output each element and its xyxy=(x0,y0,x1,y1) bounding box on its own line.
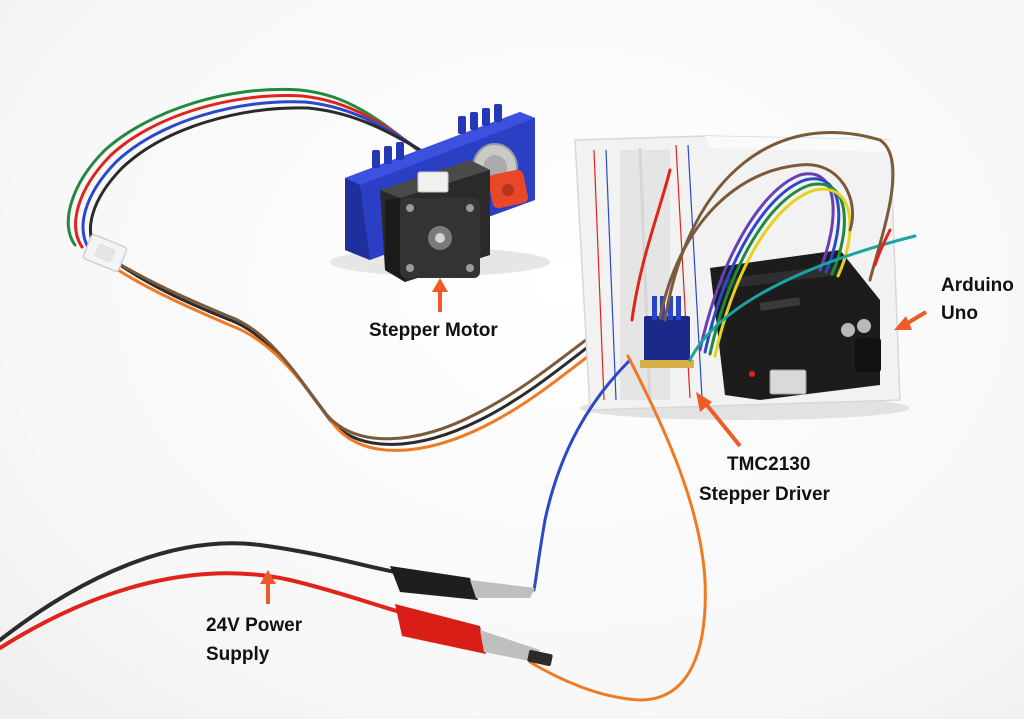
motor-cable xyxy=(66,87,617,452)
label-arduino-line1: Arduino xyxy=(941,275,1014,296)
arrow-driver xyxy=(696,392,742,448)
arrow-arduino xyxy=(894,310,928,330)
red-clip xyxy=(395,604,553,666)
label-stepper-motor: Stepper Motor xyxy=(369,320,498,341)
stepper-motor xyxy=(380,160,490,282)
power-leads xyxy=(0,541,402,650)
label-power-line1: 24V Power xyxy=(206,615,303,636)
supply-wires xyxy=(528,354,707,702)
label-power-line2: Supply xyxy=(206,644,270,665)
label-driver-line1: TMC2130 xyxy=(727,454,811,475)
arrow-power xyxy=(260,570,276,604)
arrow-motor xyxy=(432,278,448,312)
black-clip xyxy=(390,566,535,600)
jumper-ribbon xyxy=(630,131,917,362)
label-arduino-line2: Uno xyxy=(941,303,978,324)
cable-connector xyxy=(82,233,128,273)
label-driver-line2: Stepper Driver xyxy=(699,484,830,505)
